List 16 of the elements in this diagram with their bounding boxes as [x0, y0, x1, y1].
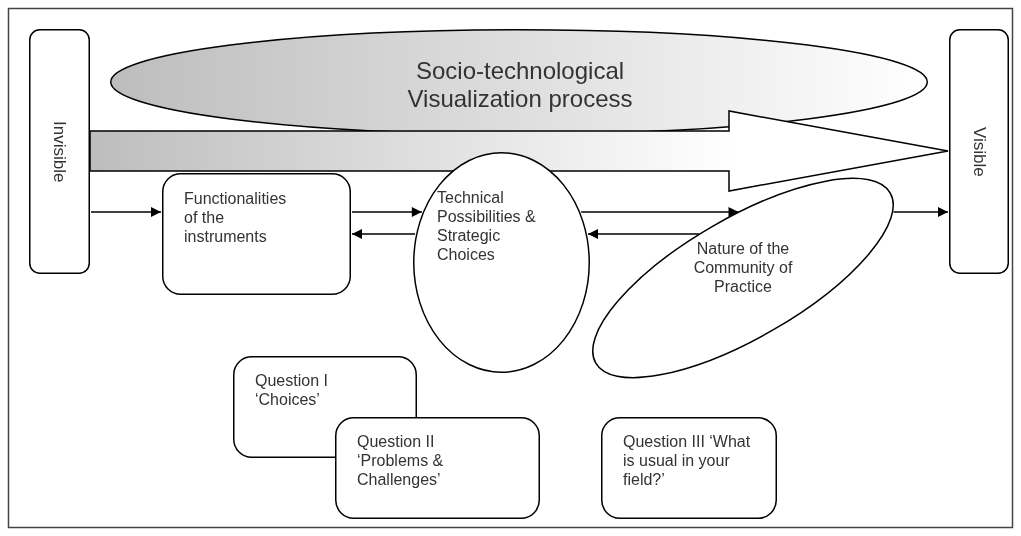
node-label: Technical Possibilities & Strategic Choices	[437, 188, 537, 264]
arrow	[90, 207, 162, 217]
arrow	[580, 207, 740, 217]
node-label: Question II ‘Problems & Challenges’	[357, 432, 445, 489]
node-label: Question III ‘What is usual in your field?’	[623, 432, 752, 489]
arrow	[587, 229, 700, 239]
arrow	[351, 229, 416, 239]
node-label: Nature of the Community of Practice	[692, 239, 794, 296]
node-label: Functionalities of the instruments	[184, 189, 288, 246]
arrow	[351, 207, 423, 217]
block-arrow	[89, 110, 949, 192]
arrow	[892, 207, 949, 217]
process-title: Socio-technological Visualization process	[406, 57, 634, 113]
stage-label: Invisible	[50, 119, 69, 185]
node-label: Question I ‘Choices’	[255, 371, 329, 409]
stage-label: Visible	[969, 125, 989, 179]
